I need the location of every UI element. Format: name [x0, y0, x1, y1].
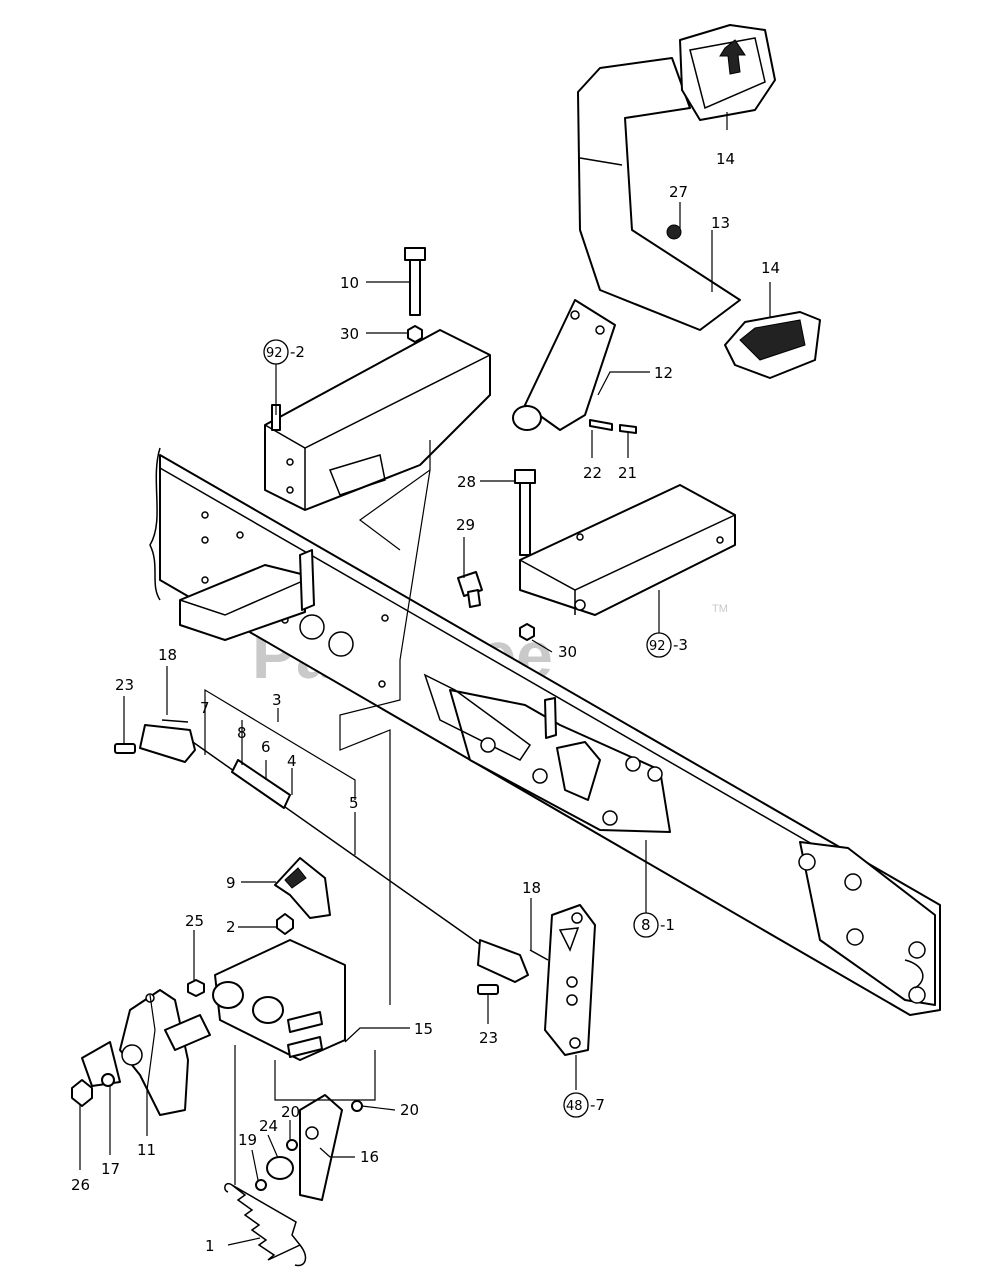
lever-48-7	[544, 904, 596, 1056]
callout-29: 29	[456, 516, 475, 534]
callout-20-left: 20	[281, 1103, 300, 1121]
callout-17: 17	[101, 1160, 120, 1178]
callout-5: 5	[349, 794, 359, 812]
callout-13: 13	[711, 214, 730, 232]
callout-labels: 14 27 13 14 10 30 92 -2 12 22 21 28 29 3…	[71, 150, 780, 1255]
callout-14-lower: 14	[761, 259, 780, 277]
callout-15: 15	[414, 1020, 433, 1038]
clevis-pin-23-left	[114, 743, 136, 754]
leader-line	[339, 469, 431, 1005]
pedal-pad-upper	[679, 24, 776, 121]
pedal-pivot-arm	[512, 299, 637, 434]
callout-28: 28	[457, 473, 476, 491]
callout-20-right: 20	[400, 1101, 419, 1119]
callout-21: 21	[618, 464, 637, 482]
lever-housing	[212, 939, 346, 1061]
callout-14-upper: 14	[716, 150, 735, 168]
callout-3: 3	[272, 691, 282, 709]
callout-16: 16	[360, 1148, 379, 1166]
svg-text:-2: -2	[290, 343, 305, 361]
svg-text:-7: -7	[590, 1096, 605, 1114]
brake-pedal-arm	[577, 57, 741, 331]
lever-16	[299, 1094, 343, 1201]
bolt-10	[404, 247, 426, 316]
bushing-24	[266, 1156, 294, 1180]
lever-plate-11	[81, 989, 211, 1116]
brake-rod-assembly	[139, 724, 529, 983]
callout-8-1: 8 -1	[633, 912, 675, 938]
nut-30-upper	[407, 325, 423, 343]
ring-20-right	[351, 1100, 363, 1112]
callout-23-right: 23	[479, 1029, 498, 1047]
svg-text:48: 48	[566, 1099, 583, 1114]
leader-line	[358, 440, 431, 551]
watermark-trademark: TM	[712, 603, 728, 615]
bolt-25	[187, 979, 205, 997]
nut-30-lower	[519, 623, 535, 641]
svg-text:92: 92	[649, 639, 666, 654]
callout-25: 25	[185, 912, 204, 930]
svg-text:8: 8	[641, 916, 651, 934]
bracket-92-3	[519, 484, 736, 616]
washer-17	[101, 1073, 115, 1087]
callout-6: 6	[261, 738, 271, 756]
callout-26: 26	[71, 1176, 90, 1194]
callout-1: 1	[205, 1237, 215, 1255]
callout-48-7: 48 -7	[563, 1092, 605, 1118]
callout-27: 27	[669, 183, 688, 201]
callout-4: 4	[287, 752, 297, 770]
spring-1	[224, 1182, 307, 1267]
callout-92-3: 92 -3	[646, 632, 688, 658]
callout-9: 9	[226, 874, 236, 892]
bolt-28	[514, 469, 536, 556]
callout-7: 7	[200, 699, 210, 717]
svg-text:-3: -3	[673, 636, 688, 654]
pedal-pad-lower	[724, 311, 821, 379]
callout-19: 19	[238, 1131, 257, 1149]
bolt-29	[457, 571, 483, 608]
bracket-92-2	[264, 329, 491, 511]
callout-8: 8	[237, 724, 247, 742]
callout-23-left: 23	[115, 676, 134, 694]
callout-24: 24	[259, 1117, 278, 1135]
callout-18-left: 18	[158, 646, 177, 664]
callout-22: 22	[583, 464, 602, 482]
callout-92-2: 92 -2	[263, 339, 305, 365]
callout-12: 12	[654, 364, 673, 382]
svg-text:92: 92	[266, 346, 283, 361]
callout-leaders	[79, 112, 771, 1246]
clevis-pin-23-right	[477, 984, 499, 995]
cotter-pin-18-left	[161, 719, 189, 723]
callout-30-lower: 30	[558, 643, 577, 661]
callout-18-right: 18	[522, 879, 541, 897]
bracket-plate-9	[274, 857, 331, 919]
callout-30-upper: 30	[340, 325, 359, 343]
cotter-pin-18-right	[529, 949, 549, 961]
callout-10: 10	[340, 274, 359, 292]
callout-11: 11	[137, 1141, 156, 1159]
bolt-26	[71, 1079, 93, 1107]
svg-text:-1: -1	[660, 916, 675, 934]
frame-rail	[149, 447, 941, 1016]
ring-19	[255, 1179, 267, 1191]
ring-20-left	[286, 1139, 298, 1151]
nut-2	[276, 913, 294, 935]
callout-2: 2	[226, 918, 236, 936]
